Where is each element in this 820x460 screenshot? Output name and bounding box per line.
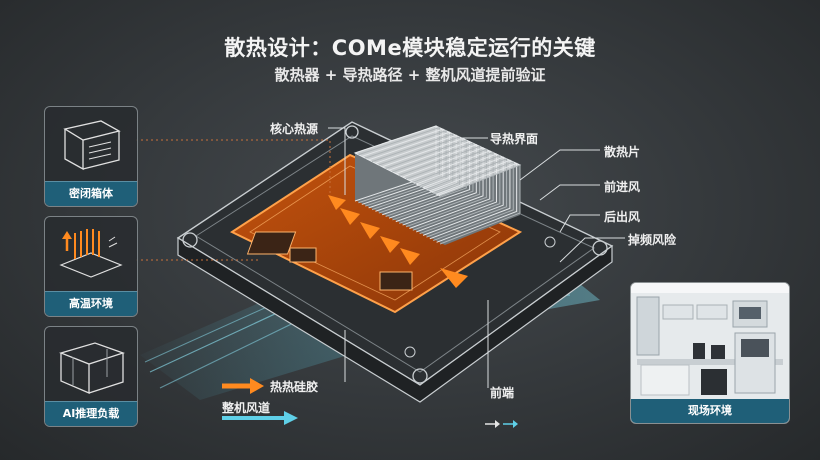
front-end-arrows: [485, 420, 518, 428]
side-card-high-temp: 高温环境: [44, 216, 138, 317]
high-temperature-icon: [45, 217, 137, 291]
legend-thermal-paste: 热热硅胶: [270, 378, 318, 395]
enclosure-box-icon: [45, 107, 137, 181]
label-thermal-interface: 导热界面: [490, 130, 538, 147]
site-environment-photo: 现场环境: [630, 282, 790, 424]
label-heat-source: 核心热源: [270, 120, 318, 137]
side-card-label: 高温环境: [45, 291, 137, 316]
label-front-end: 前端: [490, 384, 514, 401]
photo-caption: 现场环境: [631, 399, 789, 423]
side-card-ai-load: AI推理负载: [44, 326, 138, 427]
side-card-label: 密闭箱体: [45, 181, 137, 206]
label-throttle-risk: 掉频风险: [628, 231, 676, 248]
ai-load-box-icon: [45, 327, 137, 401]
side-card-enclosure: 密闭箱体: [44, 106, 138, 207]
label-heatsink: 散热片: [604, 143, 640, 160]
side-card-label: AI推理负载: [45, 401, 137, 426]
legend-system-airflow: 整机风道: [222, 399, 270, 416]
label-rear-air: 后出风: [604, 208, 640, 225]
label-front-air: 前进风: [604, 178, 640, 195]
